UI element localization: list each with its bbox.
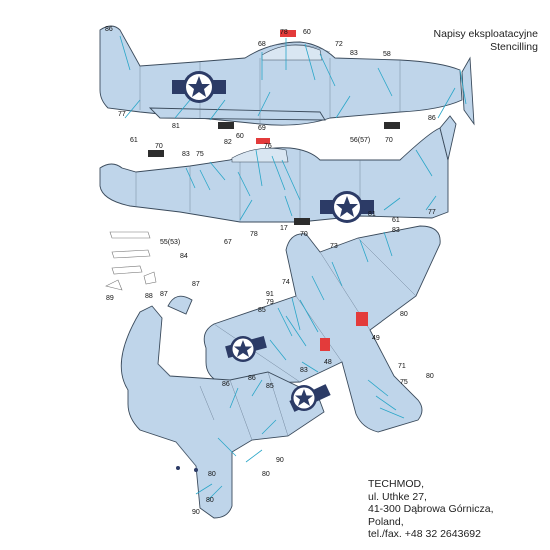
stencil-70-lower-left <box>148 150 164 157</box>
publisher-phone: tel./fax. +48 32 2643692 <box>368 528 481 541</box>
aircraft-underside-left <box>120 295 331 519</box>
callout-75: 75 <box>196 151 204 158</box>
callout-86: 86 <box>428 115 436 122</box>
title-polish: Napisy eksploatacyjne <box>433 28 538 40</box>
publisher-street: ul. Uthke 27, <box>368 490 427 503</box>
callout-78: 78 <box>280 29 288 36</box>
sheet-title: Napisy eksploatacyjne Stencilling <box>378 28 538 54</box>
callout-61: 61 <box>392 217 400 224</box>
callouts-side: 70 83 75 82 60 76 86 78 67 55(53) 84 87 … <box>106 115 436 302</box>
publisher-address: TECHMOD, ul. Uthke 27, 41-300 Dąbrowa Gó… <box>368 478 493 541</box>
callout-74: 74 <box>282 279 290 286</box>
callout-79: 79 <box>266 299 274 306</box>
callouts-underside-left: 85 86 80 90 80 90 80 <box>192 381 284 516</box>
callout-80: 80 <box>400 311 408 318</box>
callout-60: 60 <box>236 133 244 140</box>
callout-80: 80 <box>206 497 214 504</box>
stencil-70-upper-right <box>384 122 400 129</box>
callout-70: 70 <box>155 143 163 150</box>
callout-56-57: 56(57) <box>350 137 370 144</box>
callout-86: 86 <box>248 375 256 382</box>
callout-67: 67 <box>224 239 232 246</box>
callout-86: 86 <box>222 381 230 388</box>
callout-73: 73 <box>330 243 338 250</box>
callout-78: 78 <box>250 231 258 238</box>
callouts-underside-right: 73 83 91 74 79 85 86 48 49 71 75 80 83 8… <box>248 227 434 386</box>
callout-70: 70 <box>385 137 393 144</box>
callout-87: 87 <box>160 291 168 298</box>
callout-88: 88 <box>145 293 153 300</box>
callout-61: 61 <box>130 137 138 144</box>
publisher-country: Poland, <box>368 515 404 528</box>
callout-86: 86 <box>105 26 113 33</box>
callout-72: 72 <box>335 41 343 48</box>
stencil-70-lower-right <box>294 218 310 225</box>
callout-85: 85 <box>266 383 274 390</box>
callout-83: 83 <box>350 50 358 57</box>
usaaf-insignia-underside-right <box>225 336 267 362</box>
callout-82: 82 <box>224 139 232 146</box>
callout-90: 90 <box>276 457 284 464</box>
callout-55-53: 55(53) <box>160 239 180 246</box>
callout-84: 84 <box>180 253 188 260</box>
callout-91: 91 <box>266 291 274 298</box>
callout-83: 83 <box>182 151 190 158</box>
callout-75: 75 <box>400 379 408 386</box>
callout-81: 81 <box>172 123 180 130</box>
publisher-name: TECHMOD, <box>368 478 424 490</box>
stencil-red-49 <box>356 312 368 326</box>
callout-60: 60 <box>303 29 311 36</box>
callout-68: 68 <box>258 41 266 48</box>
callout-80: 80 <box>208 471 216 478</box>
publisher-city: 41-300 Dąbrowa Górnicza, <box>368 503 494 516</box>
callouts-top: 86 77 61 81 68 78 60 72 83 58 69 56(57) … <box>105 26 393 144</box>
callout-87: 87 <box>192 281 200 288</box>
callout-70: 70 <box>300 231 308 238</box>
stencil-red-48 <box>320 338 330 351</box>
callout-49: 49 <box>372 335 380 342</box>
callout-80: 80 <box>262 471 270 478</box>
callout-17: 17 <box>280 225 288 232</box>
callout-69: 69 <box>258 125 266 132</box>
callout-71: 71 <box>398 363 406 370</box>
stencil-red-60-lower <box>256 138 270 144</box>
callout-90: 90 <box>192 509 200 516</box>
usaaf-insignia-underside-left <box>289 384 331 412</box>
callout-89: 89 <box>106 295 114 302</box>
callout-81: 81 <box>368 211 376 218</box>
usaaf-insignia-upper <box>172 71 226 103</box>
callout-76: 76 <box>264 143 272 150</box>
callout-83: 83 <box>300 367 308 374</box>
aircraft-lower-profile <box>99 115 457 291</box>
callout-85: 85 <box>258 307 266 314</box>
callout-80: 80 <box>426 373 434 380</box>
aircraft-upper-profile <box>99 25 475 129</box>
stencil-red-60-upper <box>280 30 296 37</box>
callout-77: 77 <box>428 209 436 216</box>
callout-77: 77 <box>118 111 126 118</box>
callout-83: 83 <box>392 227 400 234</box>
usaaf-insignia-lower <box>320 191 374 223</box>
callout-48: 48 <box>324 359 332 366</box>
callout-58: 58 <box>383 51 391 58</box>
stencil-70-upper-left <box>218 122 234 129</box>
title-english: Stencilling <box>490 41 538 53</box>
